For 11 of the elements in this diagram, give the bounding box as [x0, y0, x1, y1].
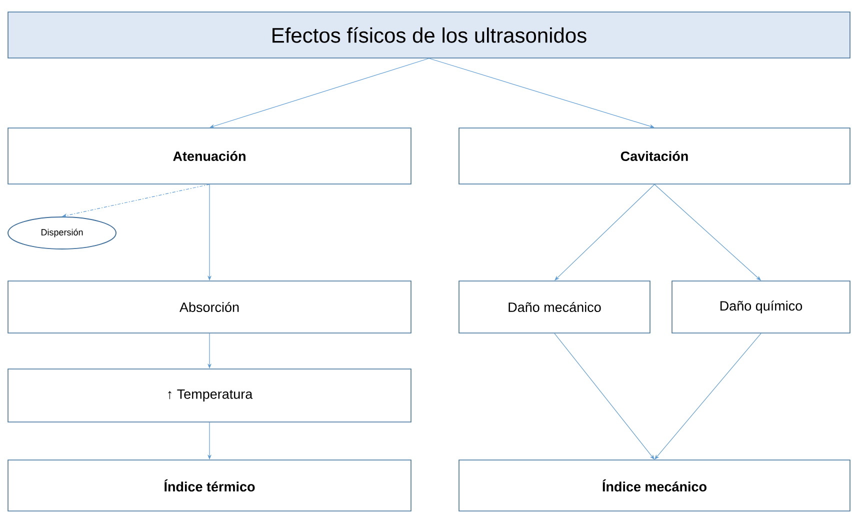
process-box: Daño mecánico [458, 280, 650, 334]
process-box: Cavitación [458, 128, 850, 184]
heading-box: Efectos físicos de los ultrasonidos [8, 12, 850, 58]
process-box: Absorción [8, 280, 412, 334]
process-box: ↑ Temperatura [8, 368, 412, 422]
process-box: Atenuación [8, 128, 412, 184]
ellipse-node: Dispersión [8, 216, 116, 250]
process-box: Índice térmico [8, 460, 412, 512]
arrow [210, 58, 430, 128]
process-box: Daño químico [672, 280, 850, 334]
process-box: Índice mecánico [458, 460, 850, 512]
